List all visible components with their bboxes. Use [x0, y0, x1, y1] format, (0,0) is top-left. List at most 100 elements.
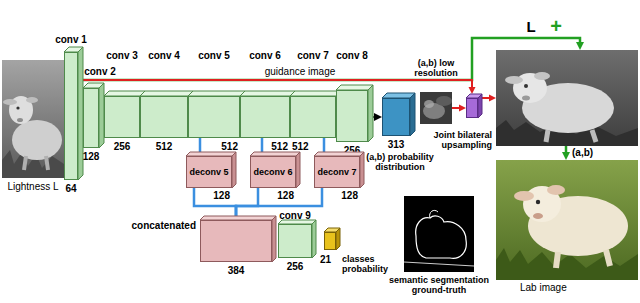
connector-line [565, 146, 568, 152]
input-photo [24, 156, 48, 170]
channel-count: 512 [292, 141, 322, 153]
block-face [336, 85, 374, 143]
block-top-face [104, 91, 145, 96]
color-output [514, 191, 534, 201]
input-photo [3, 99, 17, 105]
channel-count: 256 [270, 261, 320, 273]
channel-count: 256 [97, 141, 147, 153]
block-face [324, 228, 341, 251]
segmentation-mask [404, 262, 474, 266]
layer-name: conv 8 [327, 50, 377, 62]
segmentation-image: semantic segmentation ground-truth [404, 196, 474, 272]
connector [373, 113, 382, 121]
caption: semantic segmentation ground-truth [384, 275, 494, 295]
input-photo [26, 97, 38, 103]
arrowhead [489, 95, 496, 102]
block-face [200, 216, 277, 263]
block-top-face [336, 85, 373, 90]
input-photo [17, 118, 23, 122]
conv-block: conv 5512 [188, 96, 240, 138]
conv-block: conv 4512 [140, 96, 188, 138]
low-resolution-ab [420, 92, 452, 124]
connector [200, 138, 201, 152]
gray-output-image: + [496, 50, 638, 146]
output-gray [524, 84, 528, 88]
block-side-face [410, 93, 415, 136]
connector-line [482, 97, 489, 99]
plus-sign: + [548, 16, 564, 36]
output-gray [522, 96, 530, 101]
edge-label: (a,b) [572, 147, 606, 159]
channel-count: 128 [206, 190, 230, 202]
caption: Joint bilateral upsampling [424, 130, 492, 150]
block-side-face [368, 85, 373, 142]
deconv-block: deconv 5128 [186, 156, 232, 188]
input-photo [2, 60, 64, 178]
input-photo [16, 106, 19, 109]
layer-name: deconv 5 [186, 167, 232, 177]
channel-count: 64 [56, 183, 86, 195]
input-image: Lightness L [2, 60, 64, 178]
layer-name: conv 5 [189, 50, 239, 62]
block-side-face [272, 216, 276, 262]
color-output [547, 185, 565, 195]
connector [482, 95, 496, 102]
layer-name: deconv 6 [250, 167, 296, 177]
block-face [466, 94, 483, 119]
block-face [188, 91, 246, 139]
connector-line [64, 80, 472, 87]
input-photo [2, 60, 64, 178]
block-side-face [312, 220, 316, 258]
color-output [533, 213, 543, 219]
arrowhead [469, 87, 476, 94]
color-output [536, 200, 540, 204]
layer-name: conv 4 [139, 50, 189, 62]
output-gray [546, 130, 596, 142]
arrowhead [459, 105, 466, 112]
lab-image: Lab image [496, 160, 638, 280]
segmentation-mask [430, 210, 438, 218]
connector [236, 188, 258, 216]
channel-count: 313 [371, 139, 421, 151]
deconv-block: deconv 7128 [314, 156, 360, 188]
connector-line [236, 188, 258, 216]
upsampling-block: Joint bilateral upsampling [466, 98, 478, 118]
block-face [140, 91, 194, 139]
arrowhead [374, 113, 382, 121]
color-output [496, 160, 638, 280]
connector [194, 188, 236, 216]
input-photo [12, 120, 62, 160]
block-top-face [250, 152, 300, 156]
connector [262, 138, 263, 152]
connector [324, 138, 325, 152]
block-face [290, 91, 342, 139]
output-gray [505, 76, 523, 84]
low-resolution-ab [424, 100, 434, 108]
connector-line [261, 138, 264, 152]
layer-name: conv 2 [75, 66, 125, 78]
edge-label: L [522, 18, 540, 35]
conv-block: conv 6512 [240, 96, 290, 138]
low-resolution-image: (a,b) low resolution [420, 92, 452, 124]
channel-count: 128 [71, 151, 111, 163]
layer-name: concatenated [122, 220, 196, 232]
block-side-face [360, 152, 364, 188]
block-face [382, 93, 416, 137]
block-face [83, 83, 105, 149]
block-top-face [186, 152, 236, 156]
connector [452, 105, 466, 112]
conv-block: conv 9256 [278, 224, 312, 258]
segmentation-mask [404, 196, 474, 272]
connector-line [194, 188, 236, 216]
arrowhead [562, 152, 570, 160]
conv-block: conv 3256 [104, 96, 140, 138]
channel-count: 512 [258, 141, 288, 153]
caption: Lab image [520, 282, 600, 294]
conv-block: conv 8256 [336, 90, 368, 142]
connector-line [64, 38, 580, 80]
block-side-face [296, 152, 300, 188]
block-face [240, 91, 296, 139]
block-top-face [290, 91, 341, 96]
output-gray [534, 72, 550, 80]
